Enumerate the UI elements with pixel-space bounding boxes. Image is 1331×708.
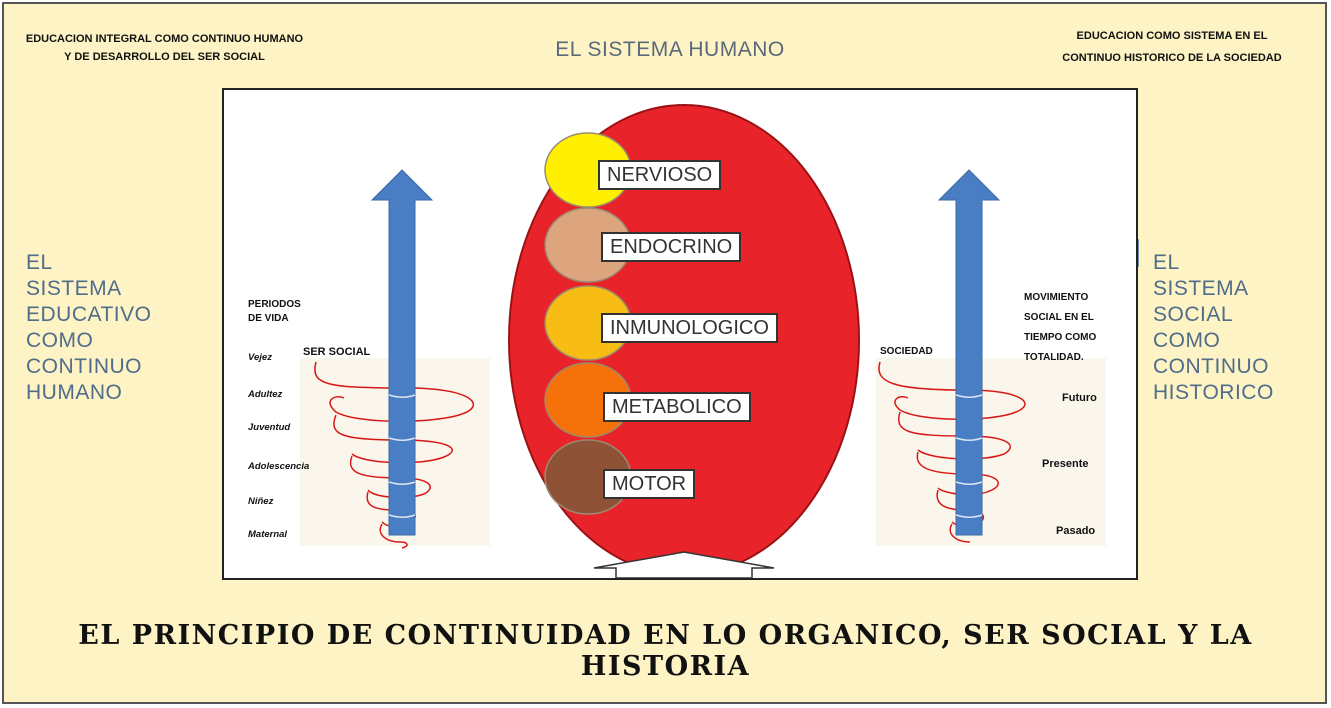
period-maternal: Maternal [248,529,288,540]
sociedad-up-arrow [937,169,1001,536]
sociedad-label: SOCIEDAD [880,346,933,357]
footer-principle: EL PRINCIPIO DE CONTINUIDAD EN LO ORGANI… [78,620,1253,682]
system-label-endocrino: ENDOCRINO [601,232,742,262]
system-label-nervioso: NERVIOSO [598,160,722,190]
period-ninez: Niñez [248,496,274,507]
right-note: EDUCACION COMO SISTEMA EN EL CONTINUO HI… [1062,30,1282,64]
diagram-canvas [300,104,1106,578]
time-futuro: Futuro [1062,392,1097,404]
system-label-inmunologico: INMUNOLOGICO [601,313,778,343]
ser-social-label: SER SOCIAL [303,346,371,358]
ser-social-up-arrow [370,169,434,536]
right-side-label: EL SISTEMA SOCIAL COMO CONTINUO HISTORIC… [1153,251,1274,404]
time-pasado: Pasado [1056,525,1096,537]
period-adultez: Adultez [248,389,283,400]
system-label-motor: MOTOR [603,469,696,499]
diagram-title: EL SISTEMA HUMANO [555,38,785,61]
left-side-label: EL SISTEMA EDUCATIVO COMO CONTINUO HUMAN… [26,251,152,404]
period-adolescencia: Adolescencia [248,461,310,472]
period-vejez: Vejez [248,352,272,363]
system-label-metabolico: METABOLICO [603,392,751,422]
periodos-heading: PERIODOS DE VIDA [248,299,301,324]
period-juventud: Juventud [248,422,291,433]
movimiento-heading: MOVIMIENTO SOCIAL EN EL TIEMPO COMO TOTA… [1024,292,1097,363]
right-spiral-backdrop [876,358,1106,546]
time-presente: Presente [1042,458,1089,470]
diagram-panel: NERVIOSO ENDOCRINO INMUNOLOGICO METABOLI… [222,88,1138,580]
bottom-up-arrow-outline [593,551,775,578]
left-note: EDUCACION INTEGRAL COMO CONTINUO HUMANO … [25,33,304,63]
